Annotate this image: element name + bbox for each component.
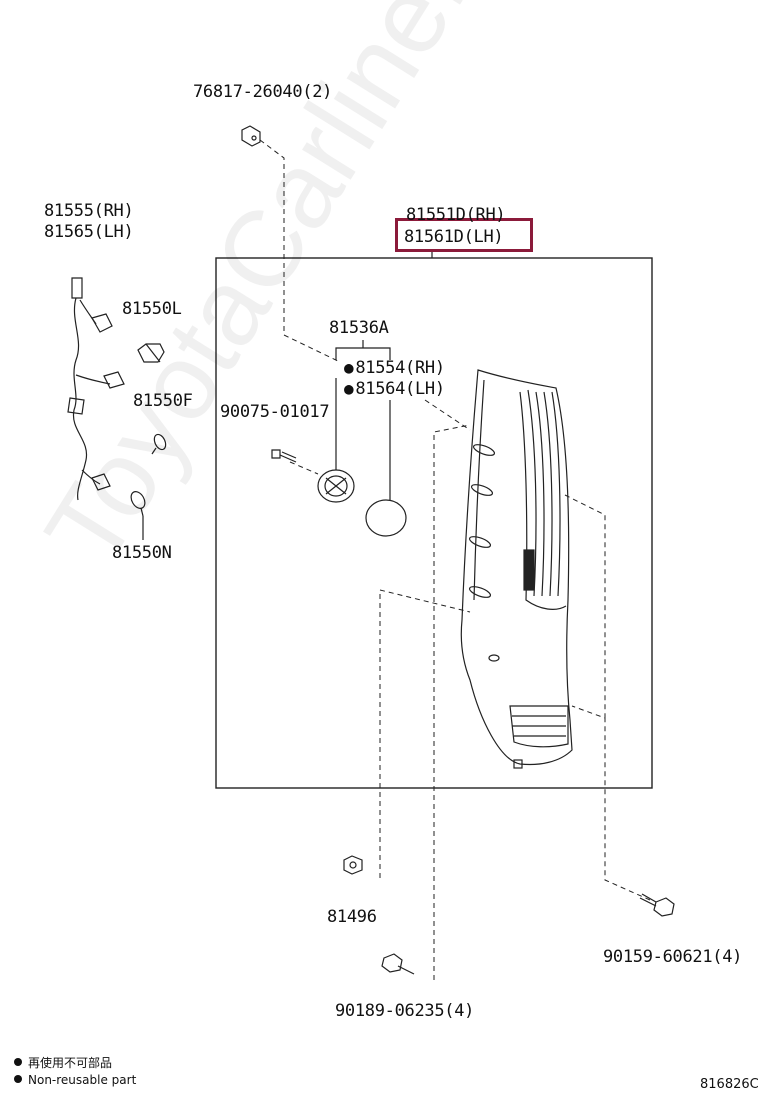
legend-cn-text: 再使用不可部品: [28, 1056, 113, 1070]
part-label-lamp-rh[interactable]: 81551D(RH): [406, 205, 506, 225]
legend-en-text: Non-reusable part: [28, 1073, 137, 1087]
bulb-l-icon: [137, 343, 165, 363]
part-label-socket[interactable]: 81536A: [329, 318, 389, 338]
non-reusable-icon: ●: [344, 379, 354, 398]
nut-leader: [379, 589, 471, 878]
bolt-right-leader: [571, 705, 651, 901]
part-label-harness-lh[interactable]: 81565(LH): [44, 222, 134, 242]
part-label-screw[interactable]: 90075-01017: [220, 402, 330, 422]
highlight-box: [395, 218, 533, 252]
bolt-right-icon: [639, 893, 675, 917]
gasket-icon: [365, 499, 407, 537]
part-label-harness-rh[interactable]: 81555(RH): [44, 201, 134, 221]
nut-icon: [343, 855, 363, 875]
legend-cn: 再使用不可部品: [14, 1055, 112, 1071]
gasket-lh-text: 81564(LH): [355, 379, 445, 399]
figure-id: 816826C: [700, 1077, 759, 1092]
legend-bullet-icon: [14, 1058, 22, 1066]
part-label-gasket-lh[interactable]: ●81564(LH): [344, 379, 445, 399]
bulb-f-icon: [151, 433, 167, 455]
legend-en: Non-reusable part: [14, 1072, 136, 1088]
bolt-bottom-icon: [381, 953, 415, 975]
part-label-bulb-l[interactable]: 81550L: [122, 299, 182, 319]
legend-bullet-icon: [14, 1075, 22, 1083]
clip-icon: [241, 125, 261, 147]
clip-leader: [259, 139, 341, 363]
bulb-n-icon: [130, 491, 146, 540]
wire-harness-icon: [67, 277, 125, 501]
part-label-bulb-f[interactable]: 81550F: [133, 391, 193, 411]
non-reusable-icon: ●: [344, 358, 354, 377]
part-label-bulb-n[interactable]: 81550N: [112, 543, 172, 563]
screw-leader: [289, 461, 319, 475]
bolt-right-upper: [564, 494, 606, 718]
part-label-nut[interactable]: 81496: [327, 907, 377, 927]
tail-lamp-icon: [460, 369, 573, 769]
part-label-clip[interactable]: 76817-26040(2): [193, 82, 333, 102]
bolt-bottom-leader: [433, 424, 471, 980]
part-label-bolt-right[interactable]: 90159-60621(4): [603, 947, 743, 967]
socket-icon: [317, 469, 355, 503]
part-label-gasket-rh[interactable]: ●81554(RH): [344, 358, 445, 378]
gasket-rh-text: 81554(RH): [355, 358, 445, 378]
part-label-bolt-bottom[interactable]: 90189-06235(4): [335, 1001, 475, 1021]
gasket-leader: [424, 399, 471, 431]
part-label-lamp-lh[interactable]: 81561D(LH): [404, 227, 504, 247]
screw-icon: [271, 449, 297, 463]
